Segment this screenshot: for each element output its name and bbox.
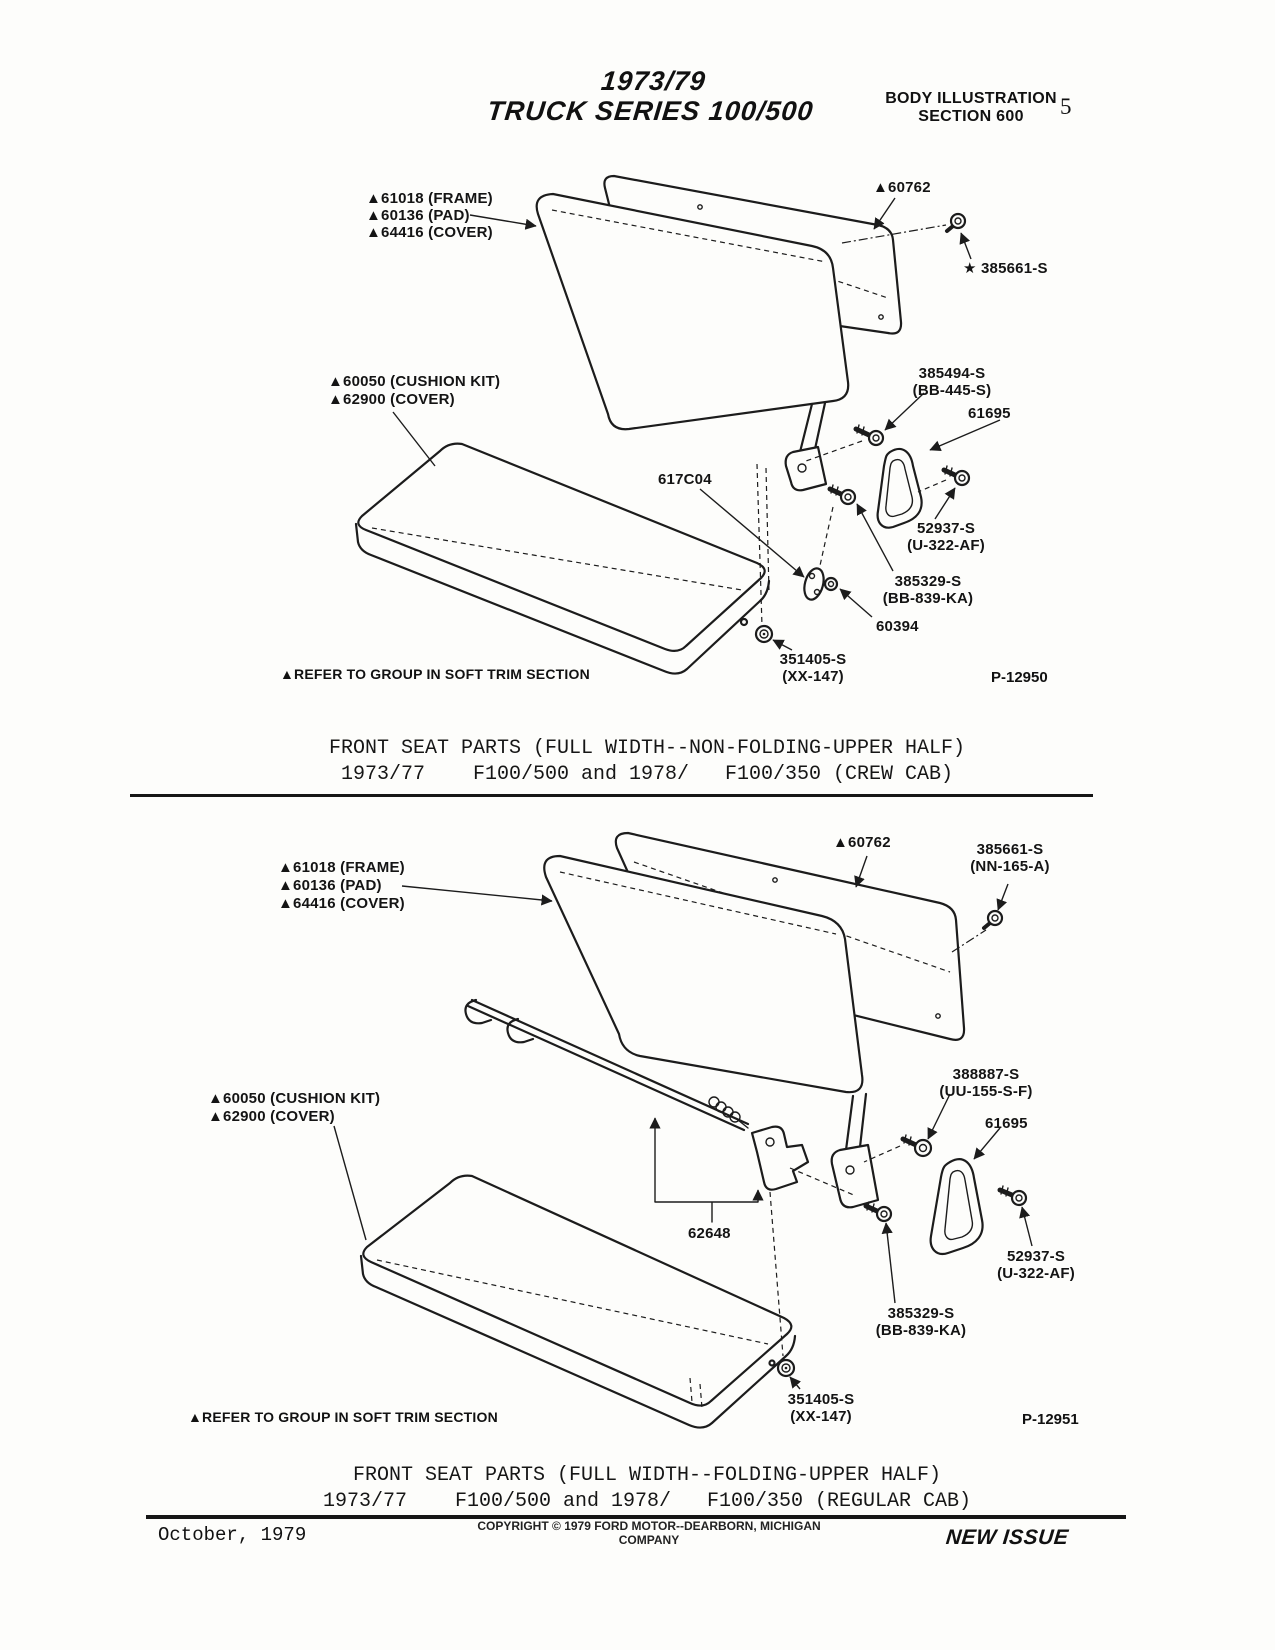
fig1-label-hinge-617C04: 617C04 [658, 471, 712, 488]
fig1-label-frame-pad-cover: ▲61018 (FRAME) ▲60136 (PAD) ▲64416 (COVE… [366, 190, 493, 241]
fig2-caption-line1: FRONT SEAT PARTS (FULL WIDTH--FOLDING-UP… [352, 1464, 942, 1487]
fig1-label-cushion-kit: ▲60050 (CUSHION KIT) ▲62900 (COVER) [328, 373, 500, 409]
part-number-line: ▲62900 (COVER) [208, 1108, 335, 1125]
section-divider-rule [130, 794, 1093, 797]
series-title-line2: TRUCK SERIES 100/500 [485, 96, 816, 126]
part-number-line: (UU-155-S-F) [939, 1083, 1033, 1100]
fig1-soft-trim-note: ▲REFER TO GROUP IN SOFT TRIM SECTION [280, 666, 590, 682]
fig2-label-grommet-351405: 351405-S (XX-147) [783, 1391, 859, 1425]
fig1-label-grommet-351405: 351405-S (XX-147) [776, 651, 850, 685]
fig2-label-bolt-52937: 52937-S (U-322-AF) [993, 1248, 1079, 1282]
fig2-label-bracket-61695: 61695 [985, 1115, 1028, 1132]
part-number-line: ▲60136 (PAD) [366, 207, 470, 224]
fig1-label-bolt-385494: 385494-S (BB-445-S) [910, 365, 994, 399]
fig1-label-bolt-385329: 385329-S (BB-839-KA) [880, 573, 976, 607]
fig1-caption-line2: 1973/77 F100/500 and 1978/ F100/350 (CRE… [340, 763, 954, 786]
part-number-line: (U-322-AF) [997, 1265, 1075, 1282]
part-number-line: 52937-S [916, 520, 976, 537]
fig1-caption-line1: FRONT SEAT PARTS (FULL WIDTH--NON-FOLDIN… [328, 737, 966, 760]
fig1-plate-number: P-12950 [991, 669, 1048, 686]
part-number-line: ▲61018 (FRAME) [366, 190, 493, 207]
part-number-line: (BB-839-KA) [882, 590, 974, 607]
part-number-line: 351405-S [787, 1391, 855, 1408]
fig2-soft-trim-note: ▲REFER TO GROUP IN SOFT TRIM SECTION [188, 1409, 498, 1425]
part-number-line: (U-322-AF) [907, 537, 985, 554]
part-number-line: ▲64416 (COVER) [366, 224, 493, 241]
part-number-line: ▲61018 (FRAME) [278, 859, 405, 876]
fig2-plate-number: P-12951 [1022, 1411, 1079, 1428]
part-number-line: ▲62900 (COVER) [328, 391, 455, 408]
fig1-label-back-panel: ▲60762 [873, 179, 931, 196]
fig1-label-bracket-61695: 61695 [968, 405, 1011, 422]
fig2-label-bolt-388887: 388887-S (UU-155-S-F) [930, 1066, 1042, 1100]
issue-date: October, 1979 [158, 1524, 307, 1546]
fig2-label-screw-385661: 385661-S (NN-165-A) [958, 841, 1062, 875]
page-number: 5 [1060, 94, 1072, 119]
part-number-line: ▲60050 (CUSHION KIT) [328, 373, 501, 390]
part-number-line: (NN-165-A) [970, 858, 1050, 875]
fig2-label-frame-pad-cover: ▲61018 (FRAME) ▲60136 (PAD) ▲64416 (COVE… [278, 859, 405, 913]
series-title: 1973/79 TRUCK SERIES 100/500 [349, 66, 955, 126]
part-number-line: ▲64416 (COVER) [278, 895, 405, 912]
copyright-line2: COMPANY [618, 1533, 680, 1547]
series-title-line1: 1973/79 [599, 66, 708, 96]
part-number-line: 385661-S [976, 841, 1044, 858]
part-number-line: (BB-839-KA) [875, 1322, 967, 1339]
part-number-line: 351405-S [779, 651, 847, 668]
fig1-label-washer-60394: 60394 [876, 618, 919, 635]
part-number-line: 385329-S [894, 573, 962, 590]
part-number-line: 388887-S [952, 1066, 1020, 1083]
fig2-label-cushion-kit: ▲60050 (CUSHION KIT) ▲62900 (COVER) [208, 1090, 380, 1126]
fig2-label-back-panel: ▲60762 [833, 834, 891, 851]
copyright-notice: COPYRIGHT © 1979 FORD MOTOR--DEARBORN, M… [449, 1519, 849, 1547]
part-number-line: 385329-S [887, 1305, 955, 1322]
section-heading: BODY ILLUSTRATION SECTION 600 [871, 90, 1071, 126]
section-heading-line1: BODY ILLUSTRATION [885, 90, 1057, 107]
part-number-line: 385494-S [918, 365, 986, 382]
part-number-line: 52937-S [1006, 1248, 1066, 1265]
part-number-line: ▲60050 (CUSHION KIT) [208, 1090, 381, 1107]
fig1-label-bolt-52937: 52937-S (U-322-AF) [903, 520, 989, 554]
part-number-line: (BB-445-S) [912, 382, 992, 399]
issue-status: NEW ISSUE [944, 1526, 1070, 1549]
fig2-caption-line2: 1973/77 F100/500 and 1978/ F100/350 (REG… [322, 1490, 972, 1513]
fig1-label-screw-385661: ★ 385661-S [963, 260, 1048, 277]
fig2-label-torsion-bar-62648: 62648 [688, 1225, 731, 1242]
section-heading-line2: SECTION 600 [918, 108, 1024, 125]
part-number-line: (XX-147) [782, 668, 844, 685]
part-number-line: ▲60136 (PAD) [278, 877, 382, 894]
copyright-line1: COPYRIGHT © 1979 FORD MOTOR--DEARBORN, M… [477, 1519, 821, 1533]
part-number-line: (XX-147) [790, 1408, 852, 1425]
fig2-label-bolt-385329: 385329-S (BB-839-KA) [872, 1305, 970, 1339]
footer-rule [146, 1515, 1126, 1519]
